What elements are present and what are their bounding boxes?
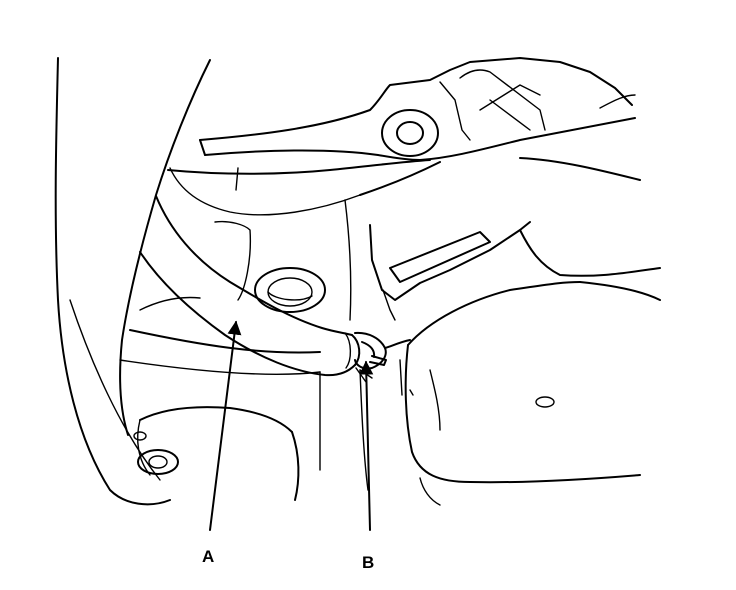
hose: [139, 195, 361, 377]
leader-line-a: [209, 320, 242, 531]
callout-label-a: A: [202, 547, 214, 566]
right-subframe: [359, 157, 661, 506]
lower-bolt: [133, 431, 179, 475]
grommet: [254, 267, 326, 313]
hose-clamp: [354, 331, 411, 383]
left-body-panel: [54, 57, 211, 506]
callout-label-b: B: [362, 553, 374, 572]
upper-cross-member: [167, 57, 636, 216]
leader-line-b: [359, 360, 374, 531]
callout-leaders: [209, 320, 374, 531]
upper-mount-boss: [381, 109, 439, 157]
